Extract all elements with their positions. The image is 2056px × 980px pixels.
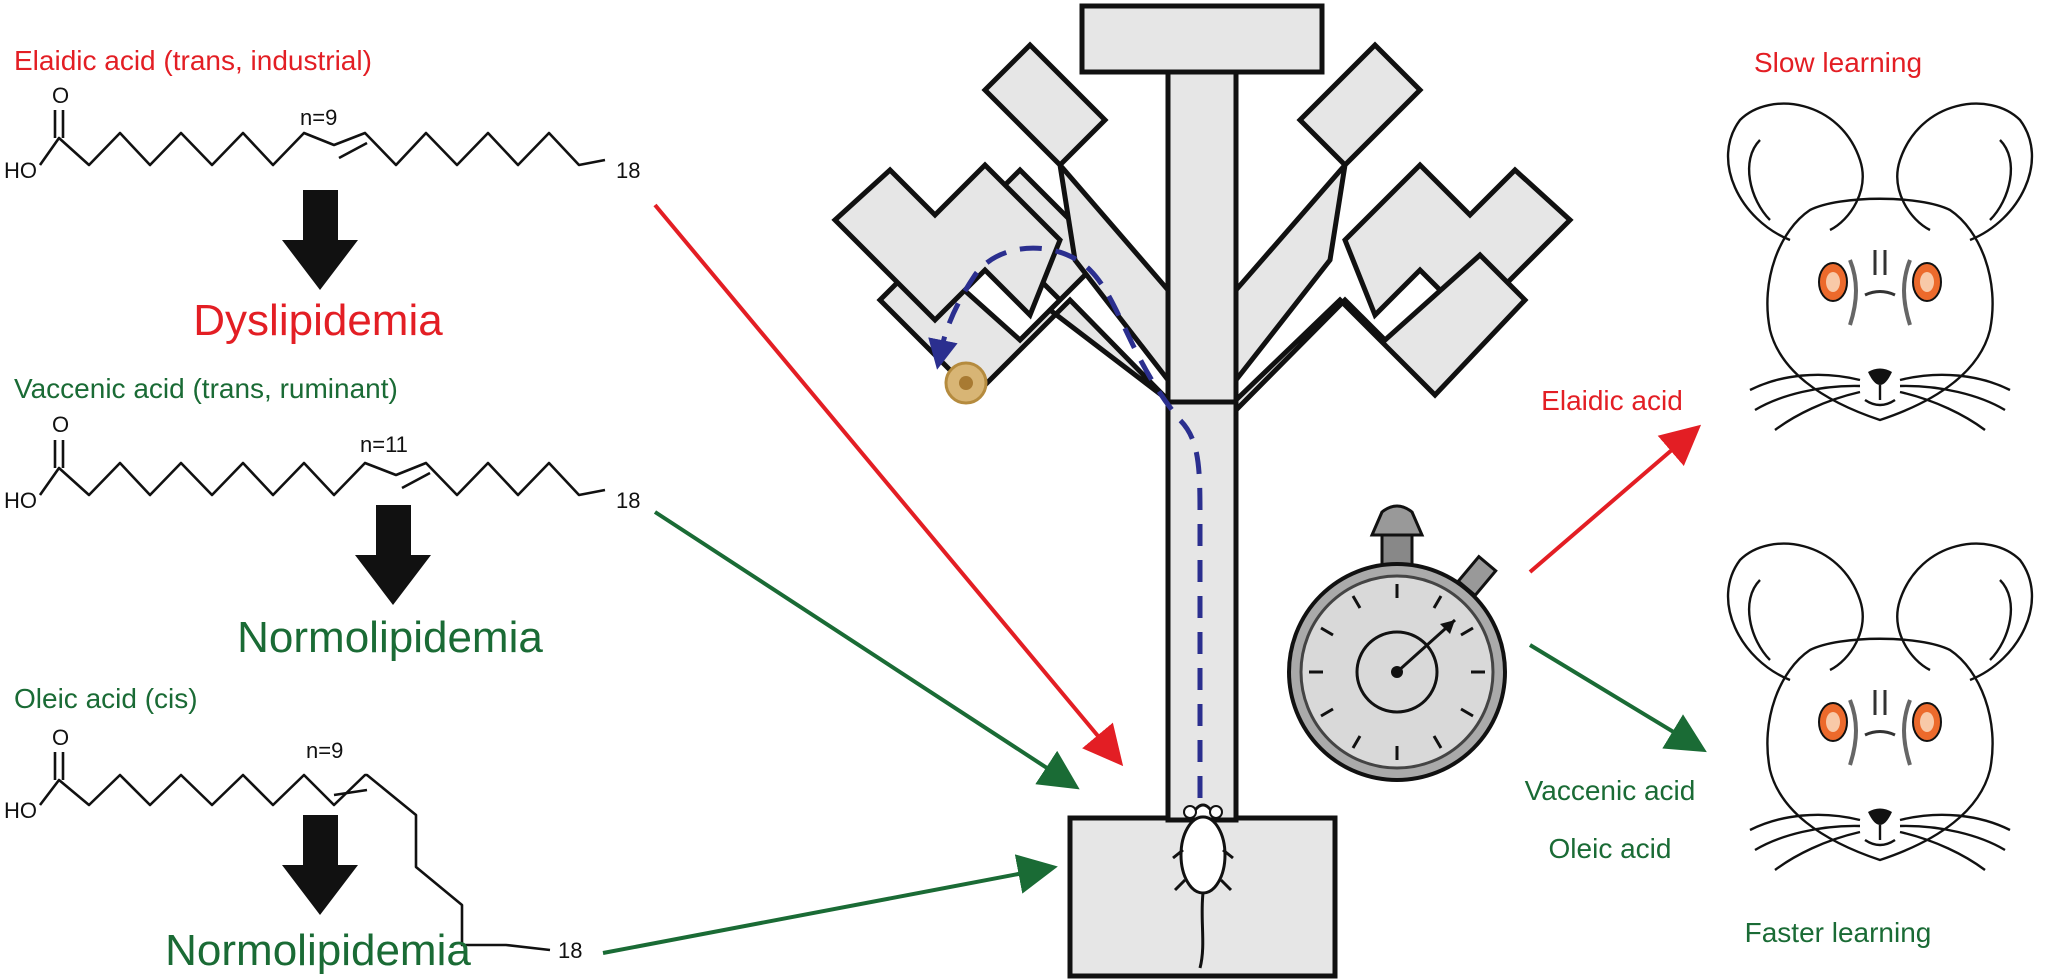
acid-name-elaidic: Elaidic acid (trans, industrial) <box>14 45 372 76</box>
down-arrow-icon <box>355 505 431 605</box>
oleic-structure: O HO n=9 18 <box>4 725 582 963</box>
fast-acid-label-1: Vaccenic acid <box>1525 775 1696 806</box>
double-bond-position: n=9 <box>300 105 337 130</box>
oxygen-label: O <box>52 83 69 108</box>
carbon-count: 18 <box>616 488 640 513</box>
mouse-face-icon <box>1726 101 2034 432</box>
carbon-count: 18 <box>616 158 640 183</box>
down-arrow-icon <box>282 190 358 290</box>
outcome-oleic: Normolipidemia <box>165 926 471 975</box>
hydroxyl-label: HO <box>4 798 37 823</box>
outcome-elaidic: Dyslipidemia <box>193 296 443 345</box>
oxygen-label: O <box>52 412 69 437</box>
slow-acid-label: Elaidic acid <box>1541 385 1683 416</box>
stopwatch-icon <box>1287 504 1507 782</box>
hydroxyl-label: HO <box>4 158 37 183</box>
oxygen-label: O <box>52 725 69 750</box>
slow-learning-title: Slow learning <box>1754 47 1922 78</box>
outcome-vaccenic: Normolipidemia <box>237 613 543 662</box>
vaccenic-to-maze-arrow <box>653 510 1080 790</box>
elaidic-to-maze-arrow <box>653 203 1124 767</box>
double-bond-position: n=9 <box>306 738 343 763</box>
fast-acid-label-2: Oleic acid <box>1549 833 1672 864</box>
double-bond-position: n=11 <box>360 432 408 457</box>
to-fast-arrow <box>1528 643 1707 753</box>
down-arrow-icon <box>282 815 358 915</box>
acid-name-vaccenic: Vaccenic acid (trans, ruminant) <box>14 373 398 404</box>
oleic-to-maze-arrow <box>602 854 1058 955</box>
elaidic-structure: O HO n=9 18 <box>4 83 640 183</box>
maze-icon <box>831 3 1574 979</box>
vaccenic-structure: O HO n=11 18 <box>4 412 640 513</box>
carbon-count: 18 <box>558 938 582 963</box>
mouse-face-icon <box>1726 541 2034 872</box>
to-slow-arrow <box>1528 424 1702 574</box>
hydroxyl-label: HO <box>4 488 37 513</box>
rat-icon <box>1172 803 1234 969</box>
faster-learning-title: Faster learning <box>1745 917 1932 948</box>
acid-name-oleic: Oleic acid (cis) <box>14 683 198 714</box>
route-path <box>928 245 1203 798</box>
